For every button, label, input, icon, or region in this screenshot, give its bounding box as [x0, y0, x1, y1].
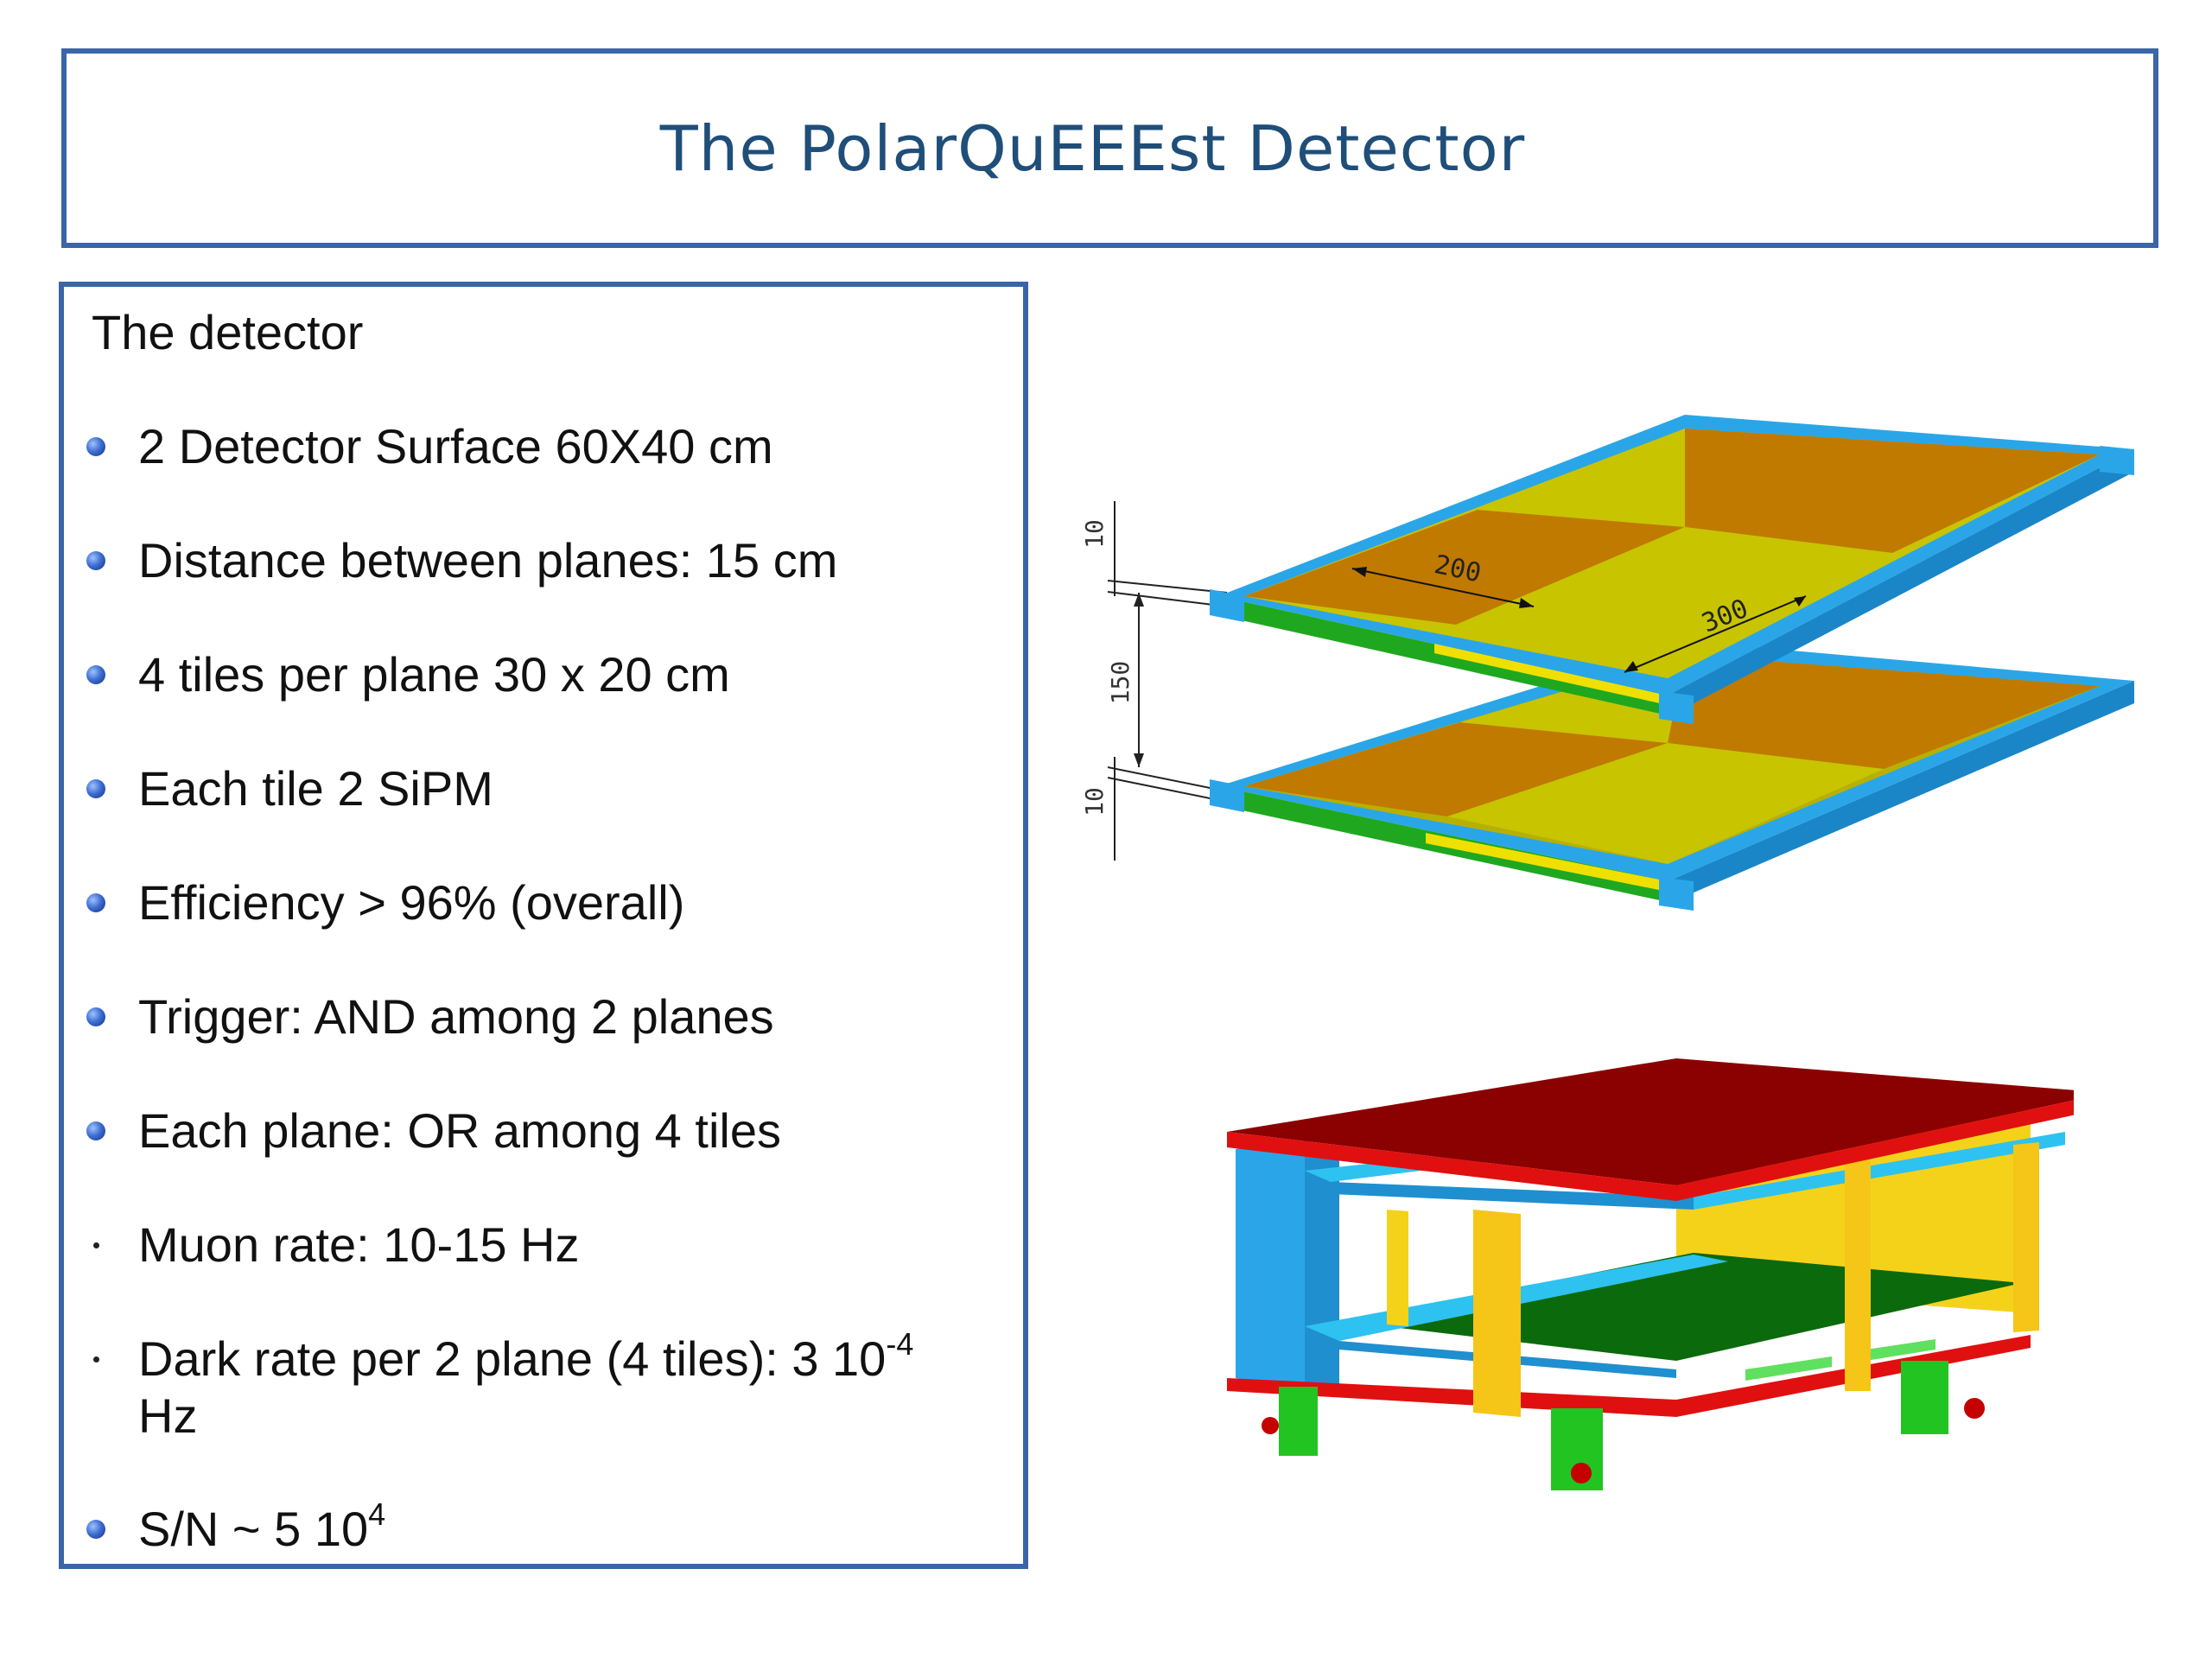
top-thickness-label: 10 — [1080, 519, 1109, 549]
sn-exponent: 4 — [368, 1496, 386, 1533]
bullet-ball-icon — [86, 1121, 105, 1140]
page-title: The PolarQuEEEst Detector — [659, 111, 1526, 185]
bottom-thickness-label: 10 — [1080, 787, 1109, 816]
lower-plane — [1210, 641, 2134, 911]
detector-planes-diagram: 10 150 10 200 300 — [1080, 415, 2134, 911]
bullet-text: Efficiency > 96% (overall) — [138, 875, 685, 930]
title-frame: The PolarQuEEEst Detector — [61, 48, 2158, 248]
bullet-text: S/N ~ 5 104 — [138, 1499, 1002, 1558]
bullet-text: Distance between planes: 15 cm — [138, 533, 838, 588]
plane-distance-label: 150 — [1106, 661, 1135, 705]
detector-info-box: The detector 2 Detector Surface 60X40 cm… — [59, 282, 1028, 1569]
bullet-ball-icon — [86, 437, 105, 456]
bullet-ball-icon — [86, 893, 105, 912]
bullet-text: Each plane: OR among 4 tiles — [138, 1103, 781, 1158]
bullet-text: Trigger: AND among 2 planes — [138, 989, 774, 1044]
bullet-text: 4 tiles per plane 30 x 20 cm — [138, 647, 730, 702]
dark-rate-exponent: -4 — [886, 1326, 914, 1363]
sn-text: S/N ~ 5 10 — [138, 1502, 369, 1556]
bullet-ball-icon — [86, 779, 105, 798]
bullet-ball-icon — [86, 1520, 105, 1539]
bullet-ball-icon — [86, 665, 105, 684]
bullet-dot-icon — [93, 1242, 99, 1248]
dark-rate-text: Dark rate per 2 plane (4 tiles): 3 10 — [138, 1331, 887, 1386]
bullet-text: Muon rate: 10-15 Hz — [138, 1217, 580, 1272]
bullet-dot-icon — [93, 1356, 99, 1363]
bullet-text: Each tile 2 SiPM — [138, 761, 493, 816]
detector-enclosure-render — [1227, 1058, 2074, 1490]
bullet-ball-icon — [86, 551, 105, 570]
upper-plane — [1210, 415, 2134, 724]
dark-rate-unit: Hz — [138, 1388, 198, 1443]
bullet-ball-icon — [86, 1007, 105, 1026]
bullet-text: 2 Detector Surface 60X40 cm — [138, 419, 773, 473]
section-heading: The detector — [92, 305, 364, 359]
